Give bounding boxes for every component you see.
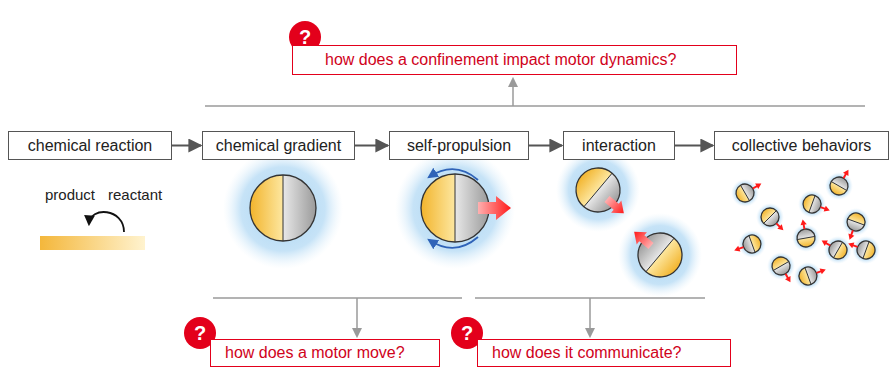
node-text: chemical reaction: [28, 137, 153, 155]
flow-arrow: [675, 145, 713, 147]
question-box: how does a confinement impact motor dyna…: [292, 45, 737, 75]
process-box: self-propulsion: [389, 131, 529, 160]
node-text: how does it communicate?: [492, 344, 681, 362]
illustration-label: product: [45, 186, 95, 203]
process-box: collective behaviors: [714, 131, 889, 160]
bracket-line: [205, 105, 865, 107]
process-box: interaction: [563, 131, 675, 160]
node-text: how does a confinement impact motor dyna…: [325, 51, 676, 69]
node-text: chemical gradient: [216, 137, 341, 155]
flow-arrow: [529, 145, 562, 147]
bracket-arrow: [589, 298, 591, 336]
process-box: chemical reaction: [8, 131, 172, 160]
node-text: self-propulsion: [407, 137, 511, 155]
propulsion-arrow: [478, 196, 511, 220]
propulsion-arrow: [629, 226, 656, 252]
node-text: collective behaviors: [732, 137, 872, 155]
question-box: how does a motor move?: [210, 339, 440, 367]
bracket-line: [213, 297, 462, 299]
reaction-arrow: [89, 212, 124, 232]
gradient-glow: [223, 149, 343, 269]
catalyst-bar: [40, 236, 145, 250]
flow-arrow: [429, 169, 478, 180]
flow-arrow: [429, 237, 478, 248]
flow-arrow: [355, 145, 388, 147]
janus-particle: [629, 224, 691, 286]
node-text: how does a motor move?: [225, 344, 405, 362]
question-box: how does it communicate?: [477, 339, 731, 367]
bracket-arrow: [356, 298, 358, 336]
node-text: interaction: [582, 137, 656, 155]
illustration-label: reactant: [108, 186, 162, 203]
bracket-arrow: [512, 79, 514, 106]
process-box: chemical gradient: [202, 131, 355, 160]
particle-swarm: [731, 165, 880, 290]
node-text: ?: [194, 322, 206, 345]
node-text: ?: [461, 322, 473, 345]
gradient-glow: [618, 213, 702, 297]
propulsion-arrow: [602, 193, 629, 219]
janus-particle: [250, 175, 316, 241]
gradient-glow: [395, 149, 515, 269]
janus-particle: [567, 159, 629, 221]
gradient-glow: [556, 148, 640, 232]
flow-arrow: [172, 145, 201, 147]
